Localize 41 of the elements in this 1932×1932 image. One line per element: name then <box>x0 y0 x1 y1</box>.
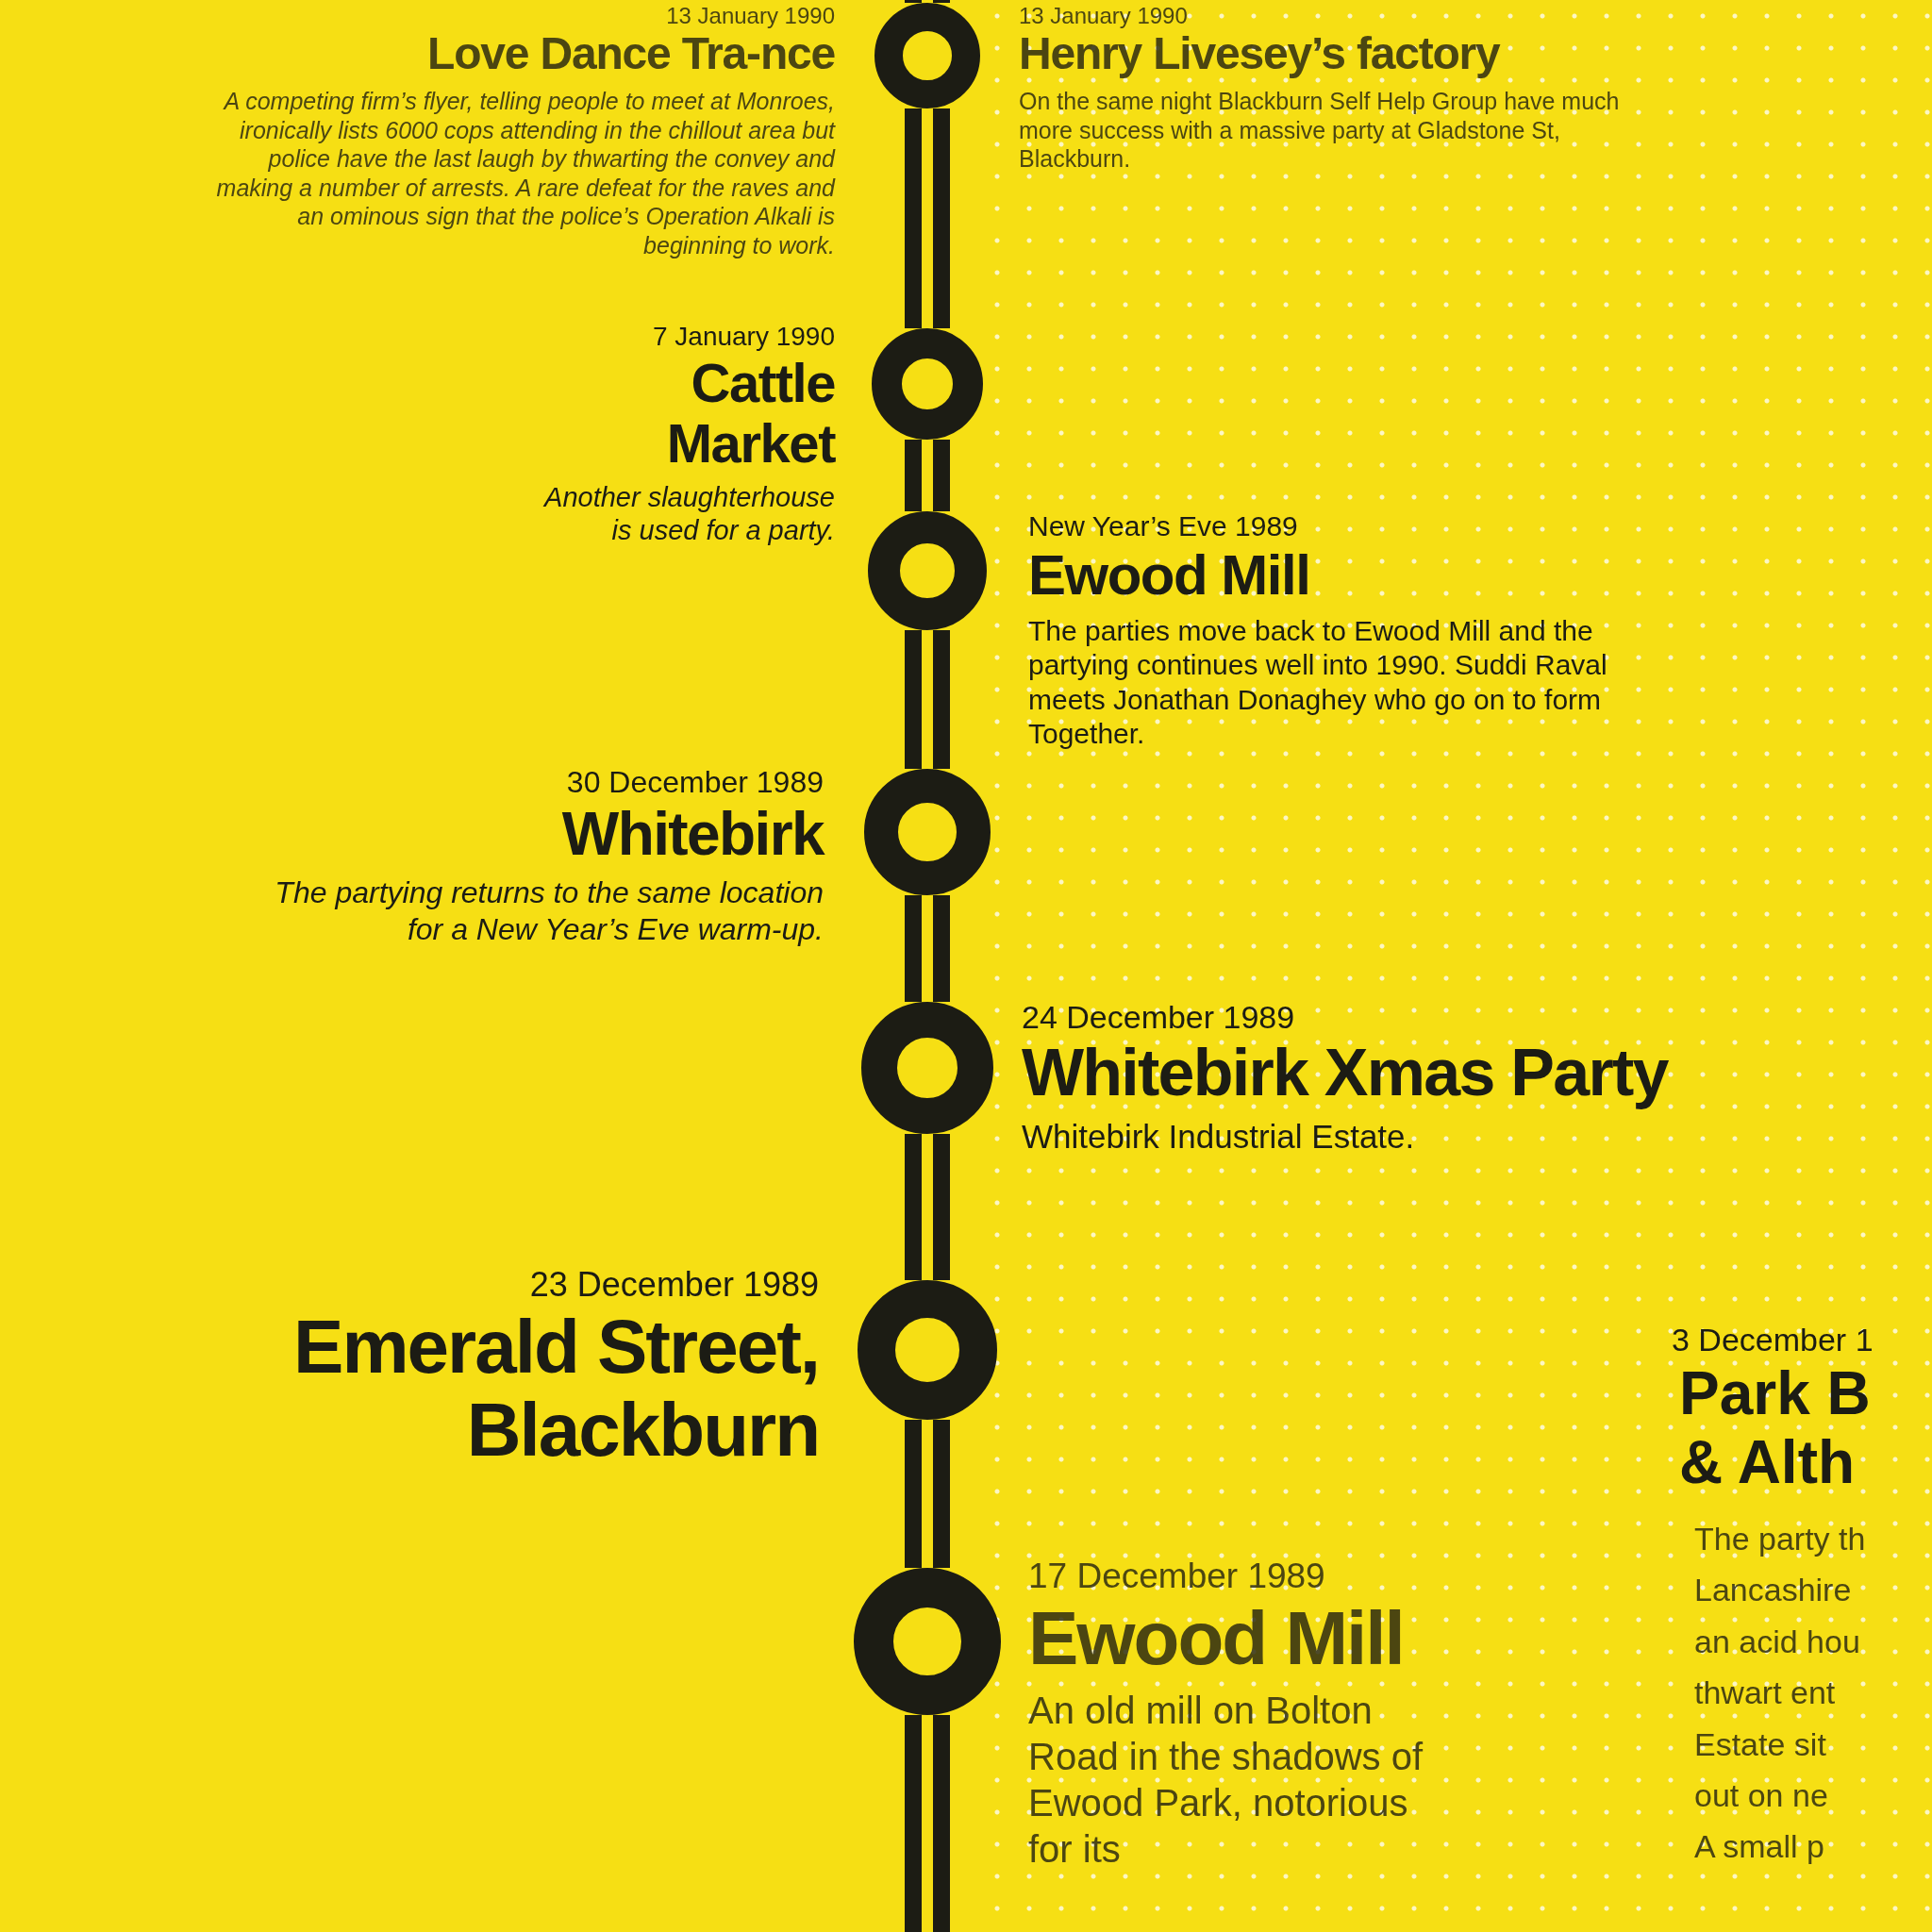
event-title: Ewood Mill <box>1028 543 1310 607</box>
event-date: 13 January 1990 <box>666 2 835 30</box>
rail-segment <box>905 108 950 328</box>
event-description: On the same night Blackburn Self Help Group have much more success with a massive party at Gladstone St, Blackburn. <box>1019 87 1621 174</box>
event-description-line: an acid hou <box>1694 1622 1860 1661</box>
event-description: An old mill on Bolton Road in the shadows of Ewood Park, notorious for its <box>1028 1689 1424 1872</box>
event-title: Whitebirk Xmas Party <box>1022 1037 1668 1110</box>
event-title: Cattle Market <box>665 353 835 474</box>
event-description: The parties move back to Ewood Mill and the partying continues well into 1990. Suddi Raval meets Jonathan Donaghey who go on to form Together. <box>1028 613 1608 752</box>
event-title: & Alth <box>1679 1428 1856 1498</box>
event-date: New Year’s Eve 1989 <box>1028 509 1298 543</box>
rail-segment <box>905 1420 950 1568</box>
rail-segment <box>905 630 950 769</box>
event-description-line: The party th <box>1694 1520 1866 1558</box>
event-date: 13 January 1990 <box>1019 2 1188 30</box>
event-description-line: A small p <box>1694 1827 1824 1867</box>
event-date: 24 December 1989 <box>1022 998 1295 1037</box>
rail-segment <box>905 895 950 1002</box>
event-description-line: out on ne <box>1694 1775 1828 1815</box>
event-description-line: Estate sit <box>1694 1724 1826 1764</box>
event-date: 7 January 1990 <box>652 321 835 353</box>
event-date: 30 December 1989 <box>566 764 824 801</box>
event-title: Emerald Street, Blackburn <box>292 1305 819 1472</box>
event-description-line: thwart ent <box>1694 1674 1836 1713</box>
event-date: 3 December 1 <box>1672 1321 1874 1359</box>
event-title: Henry Livesey’s factory <box>1019 29 1500 80</box>
rail-segment <box>905 1715 950 1932</box>
event-description: A competing firm’s flyer, telling people to meet at Monroes, ironically lists 6000 cops attending in the chillout area but police have the last laugh by thwarting the convey and making a number of arrests. A rare defeat for the raves and an ominous sign that the police’s Operation Alkali is beginning to work. <box>215 87 835 260</box>
event-title: Whitebirk <box>561 801 824 868</box>
event-description: The partying returns to the same location for a New Year’s Eve warm-up. <box>274 874 824 949</box>
event-date: 23 December 1989 <box>529 1264 819 1306</box>
rail-segment <box>905 1134 950 1280</box>
rail-segment <box>905 0 950 3</box>
rail-segment <box>905 440 950 511</box>
event-description: Whitebirk Industrial Estate. <box>1022 1117 1415 1158</box>
event-description: Another slaughterhouse is used for a party. <box>542 480 835 548</box>
event-title: Ewood Mill <box>1028 1597 1404 1681</box>
event-description-line: Lancashire <box>1694 1571 1852 1610</box>
event-title: Love Dance Tra-nce <box>427 29 835 80</box>
event-title: Park B <box>1679 1358 1871 1429</box>
event-date: 17 December 1989 <box>1028 1556 1325 1597</box>
